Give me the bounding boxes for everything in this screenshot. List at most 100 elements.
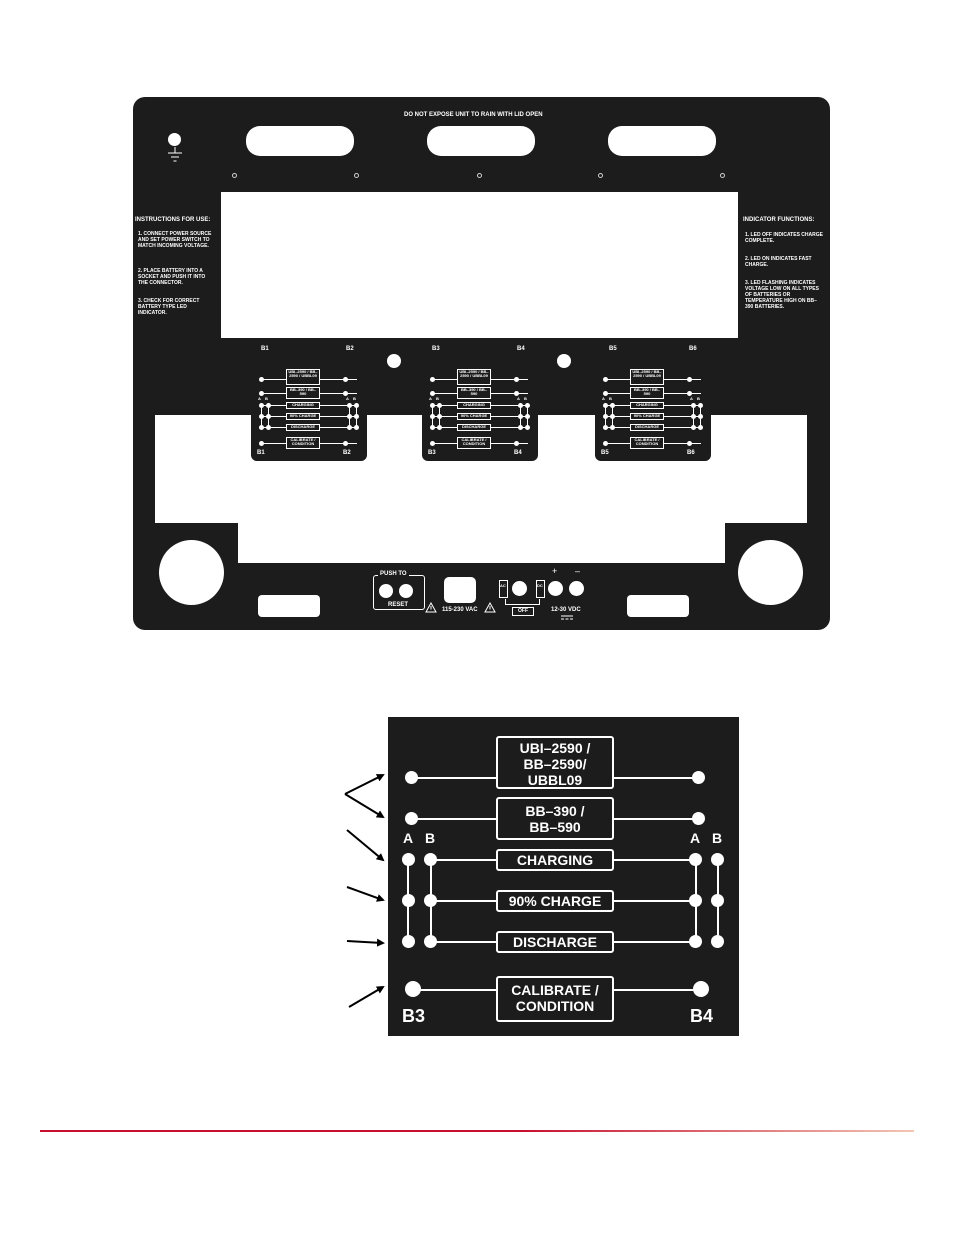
power-switch-ac[interactable] bbox=[512, 581, 527, 596]
label-charging: CHARGING bbox=[630, 402, 664, 409]
led-charging-b-right bbox=[711, 853, 724, 866]
led-module-b1-b2: A B A B UBI–2590 / BB–2590 / UBBL09 BB–3… bbox=[251, 363, 367, 461]
reset-button-2[interactable] bbox=[399, 584, 413, 598]
led-discharge-b-right bbox=[711, 935, 724, 948]
led-90-charge-a-right bbox=[689, 894, 702, 907]
ac-power-socket[interactable] bbox=[444, 577, 476, 603]
indicator-functions-title: INDICATOR FUNCTIONS: bbox=[743, 217, 815, 223]
label-type2: BB–390 / BB–590 bbox=[496, 797, 614, 840]
screw-pin bbox=[232, 173, 237, 178]
label-90-charge: 90% CHARGE bbox=[630, 413, 664, 420]
footer-rule bbox=[40, 1130, 914, 1132]
screw-pin bbox=[354, 173, 359, 178]
label-type2: BB–390 / BB–590 bbox=[630, 387, 664, 399]
bay-label-b4: B4 bbox=[517, 346, 525, 352]
indicator-function-2: 2. LED ON INDICATES FAST CHARGE. bbox=[745, 256, 812, 268]
rain-warning: DO NOT EXPOSE UNIT TO RAIN WITH LID OPEN bbox=[404, 112, 543, 118]
arrow-icon bbox=[348, 985, 385, 1008]
reset-button-1[interactable] bbox=[379, 584, 393, 598]
arrow-icon bbox=[346, 886, 385, 902]
led-type1-right bbox=[343, 377, 348, 382]
ground-symbol-icon bbox=[168, 147, 182, 162]
screw-pin bbox=[720, 173, 725, 178]
label-charging: CHARGING bbox=[286, 402, 320, 409]
arrow-icon bbox=[344, 793, 385, 819]
label-type1: UBI–2590 / BB–2590 / UBBL09 bbox=[457, 369, 491, 385]
led-calibrate-right bbox=[343, 441, 348, 446]
led-type1-right bbox=[692, 771, 705, 784]
led-charging-a-right bbox=[689, 853, 702, 866]
bay-label-b2: B2 bbox=[346, 346, 354, 352]
led-type2-right bbox=[692, 812, 705, 825]
bay-label-b6: B6 bbox=[689, 346, 697, 352]
top-slot-left bbox=[246, 126, 354, 156]
dc-minus-label: – bbox=[575, 566, 581, 576]
led-90-charge-b-left bbox=[424, 894, 437, 907]
instruction-step-2: 2. PLACE BATTERY INTO A SOCKET AND PUSH … bbox=[138, 268, 206, 286]
ac-indicator bbox=[499, 580, 508, 598]
ground-terminal bbox=[168, 133, 181, 146]
instructions-title: INSTRUCTIONS FOR USE: bbox=[135, 217, 211, 223]
led-90-charge-a-left bbox=[402, 894, 415, 907]
bottom-slot-left bbox=[258, 595, 320, 617]
led-type2-left bbox=[405, 812, 418, 825]
dc-symbol-icon bbox=[561, 615, 573, 620]
dc-indicator bbox=[536, 580, 545, 598]
led-90-charge-b-right bbox=[711, 894, 724, 907]
warning-triangle-icon bbox=[484, 602, 496, 613]
charger-panel: DO NOT EXPOSE UNIT TO RAIN WITH LID OPEN… bbox=[133, 97, 830, 630]
lower-bay-cutout-center bbox=[238, 523, 725, 563]
led-type1-left bbox=[405, 771, 418, 784]
indicator-function-1: 1. LED OFF INDICATES CHARGE COMPLETE. bbox=[745, 232, 823, 244]
ac-label: AC bbox=[500, 583, 506, 588]
label-b-right: B bbox=[712, 830, 723, 846]
pointer-arrows bbox=[344, 774, 385, 1008]
label-calibrate: CALIBRATE / CONDITION bbox=[286, 437, 320, 449]
led-discharge-a-right bbox=[689, 935, 702, 948]
label-type1: UBI–2590 / BB–2590 / UBBL09 bbox=[630, 369, 664, 385]
label-type2: BB–390 / BB–590 bbox=[286, 387, 320, 399]
corner-hole-right bbox=[738, 540, 803, 605]
arrow-icon bbox=[344, 774, 385, 795]
label-discharge: DISCHARGE bbox=[286, 424, 320, 431]
ac-voltage-label: 115-230 VAC bbox=[442, 607, 478, 613]
label-charging: CHARGING bbox=[496, 849, 614, 871]
dc-terminal-positive[interactable] bbox=[548, 581, 563, 596]
label-calibrate: CALIBRATE / CONDITION bbox=[496, 976, 614, 1022]
off-bracket bbox=[505, 599, 540, 605]
label-discharge: DISCHARGE bbox=[630, 424, 664, 431]
bay-label-b1: B1 bbox=[261, 346, 269, 352]
corner-hole-left bbox=[159, 540, 224, 605]
indicator-detail-panel: A B A B UBI–2590 / BB–2590/ UBBL09 BB–39… bbox=[388, 717, 739, 1036]
led-discharge-b-left bbox=[424, 935, 437, 948]
label-a-right: A bbox=[690, 830, 701, 846]
led-calibrate-left bbox=[259, 441, 264, 446]
instruction-step-1: 1. CONNECT POWER SOURCE AND SET POWER SW… bbox=[138, 231, 212, 249]
dc-voltage-label: 12-30 VDC bbox=[551, 607, 581, 613]
reset-label: RESET bbox=[386, 602, 411, 608]
screw-pin bbox=[477, 173, 482, 178]
label-charging: CHARGING bbox=[457, 402, 491, 409]
label-90-charge: 90% CHARGE bbox=[457, 413, 491, 420]
label-90-charge: 90% CHARGE bbox=[496, 890, 614, 912]
mounting-hole bbox=[387, 354, 401, 368]
indicator-function-3: 3. LED FLASHING INDICATES VOLTAGE LOW ON… bbox=[745, 280, 819, 310]
warning-triangle-icon bbox=[425, 602, 437, 613]
label-a-left: A bbox=[403, 830, 414, 846]
led-charging-b-left bbox=[424, 853, 437, 866]
off-label: OFF bbox=[512, 607, 534, 616]
led-calibrate-left bbox=[405, 981, 421, 997]
label-discharge: DISCHARGE bbox=[457, 424, 491, 431]
led-type2-left bbox=[259, 391, 264, 396]
bay-label-right: B4 bbox=[690, 1006, 714, 1026]
led-module-b3-b4: A B A B UBI–2590 / BB–2590 / UBBL09 BB–3… bbox=[422, 363, 538, 461]
dc-terminal-negative[interactable] bbox=[569, 581, 584, 596]
label-discharge: DISCHARGE bbox=[496, 931, 614, 953]
label-type1: UBI–2590 / BB–2590 / UBBL09 bbox=[286, 369, 320, 385]
instruction-step-3: 3. CHECK FOR CORRECT BATTERY TYPE LED IN… bbox=[138, 298, 200, 316]
led-module-b5-b6: A B A B UBI–2590 / BB–2590 / UBBL09 BB–3… bbox=[595, 363, 711, 461]
label-calibrate: CALIBRATE / CONDITION bbox=[630, 437, 664, 449]
dc-plus-label: + bbox=[552, 566, 558, 576]
top-slot-center bbox=[427, 126, 535, 156]
led-type1-left bbox=[259, 377, 264, 382]
